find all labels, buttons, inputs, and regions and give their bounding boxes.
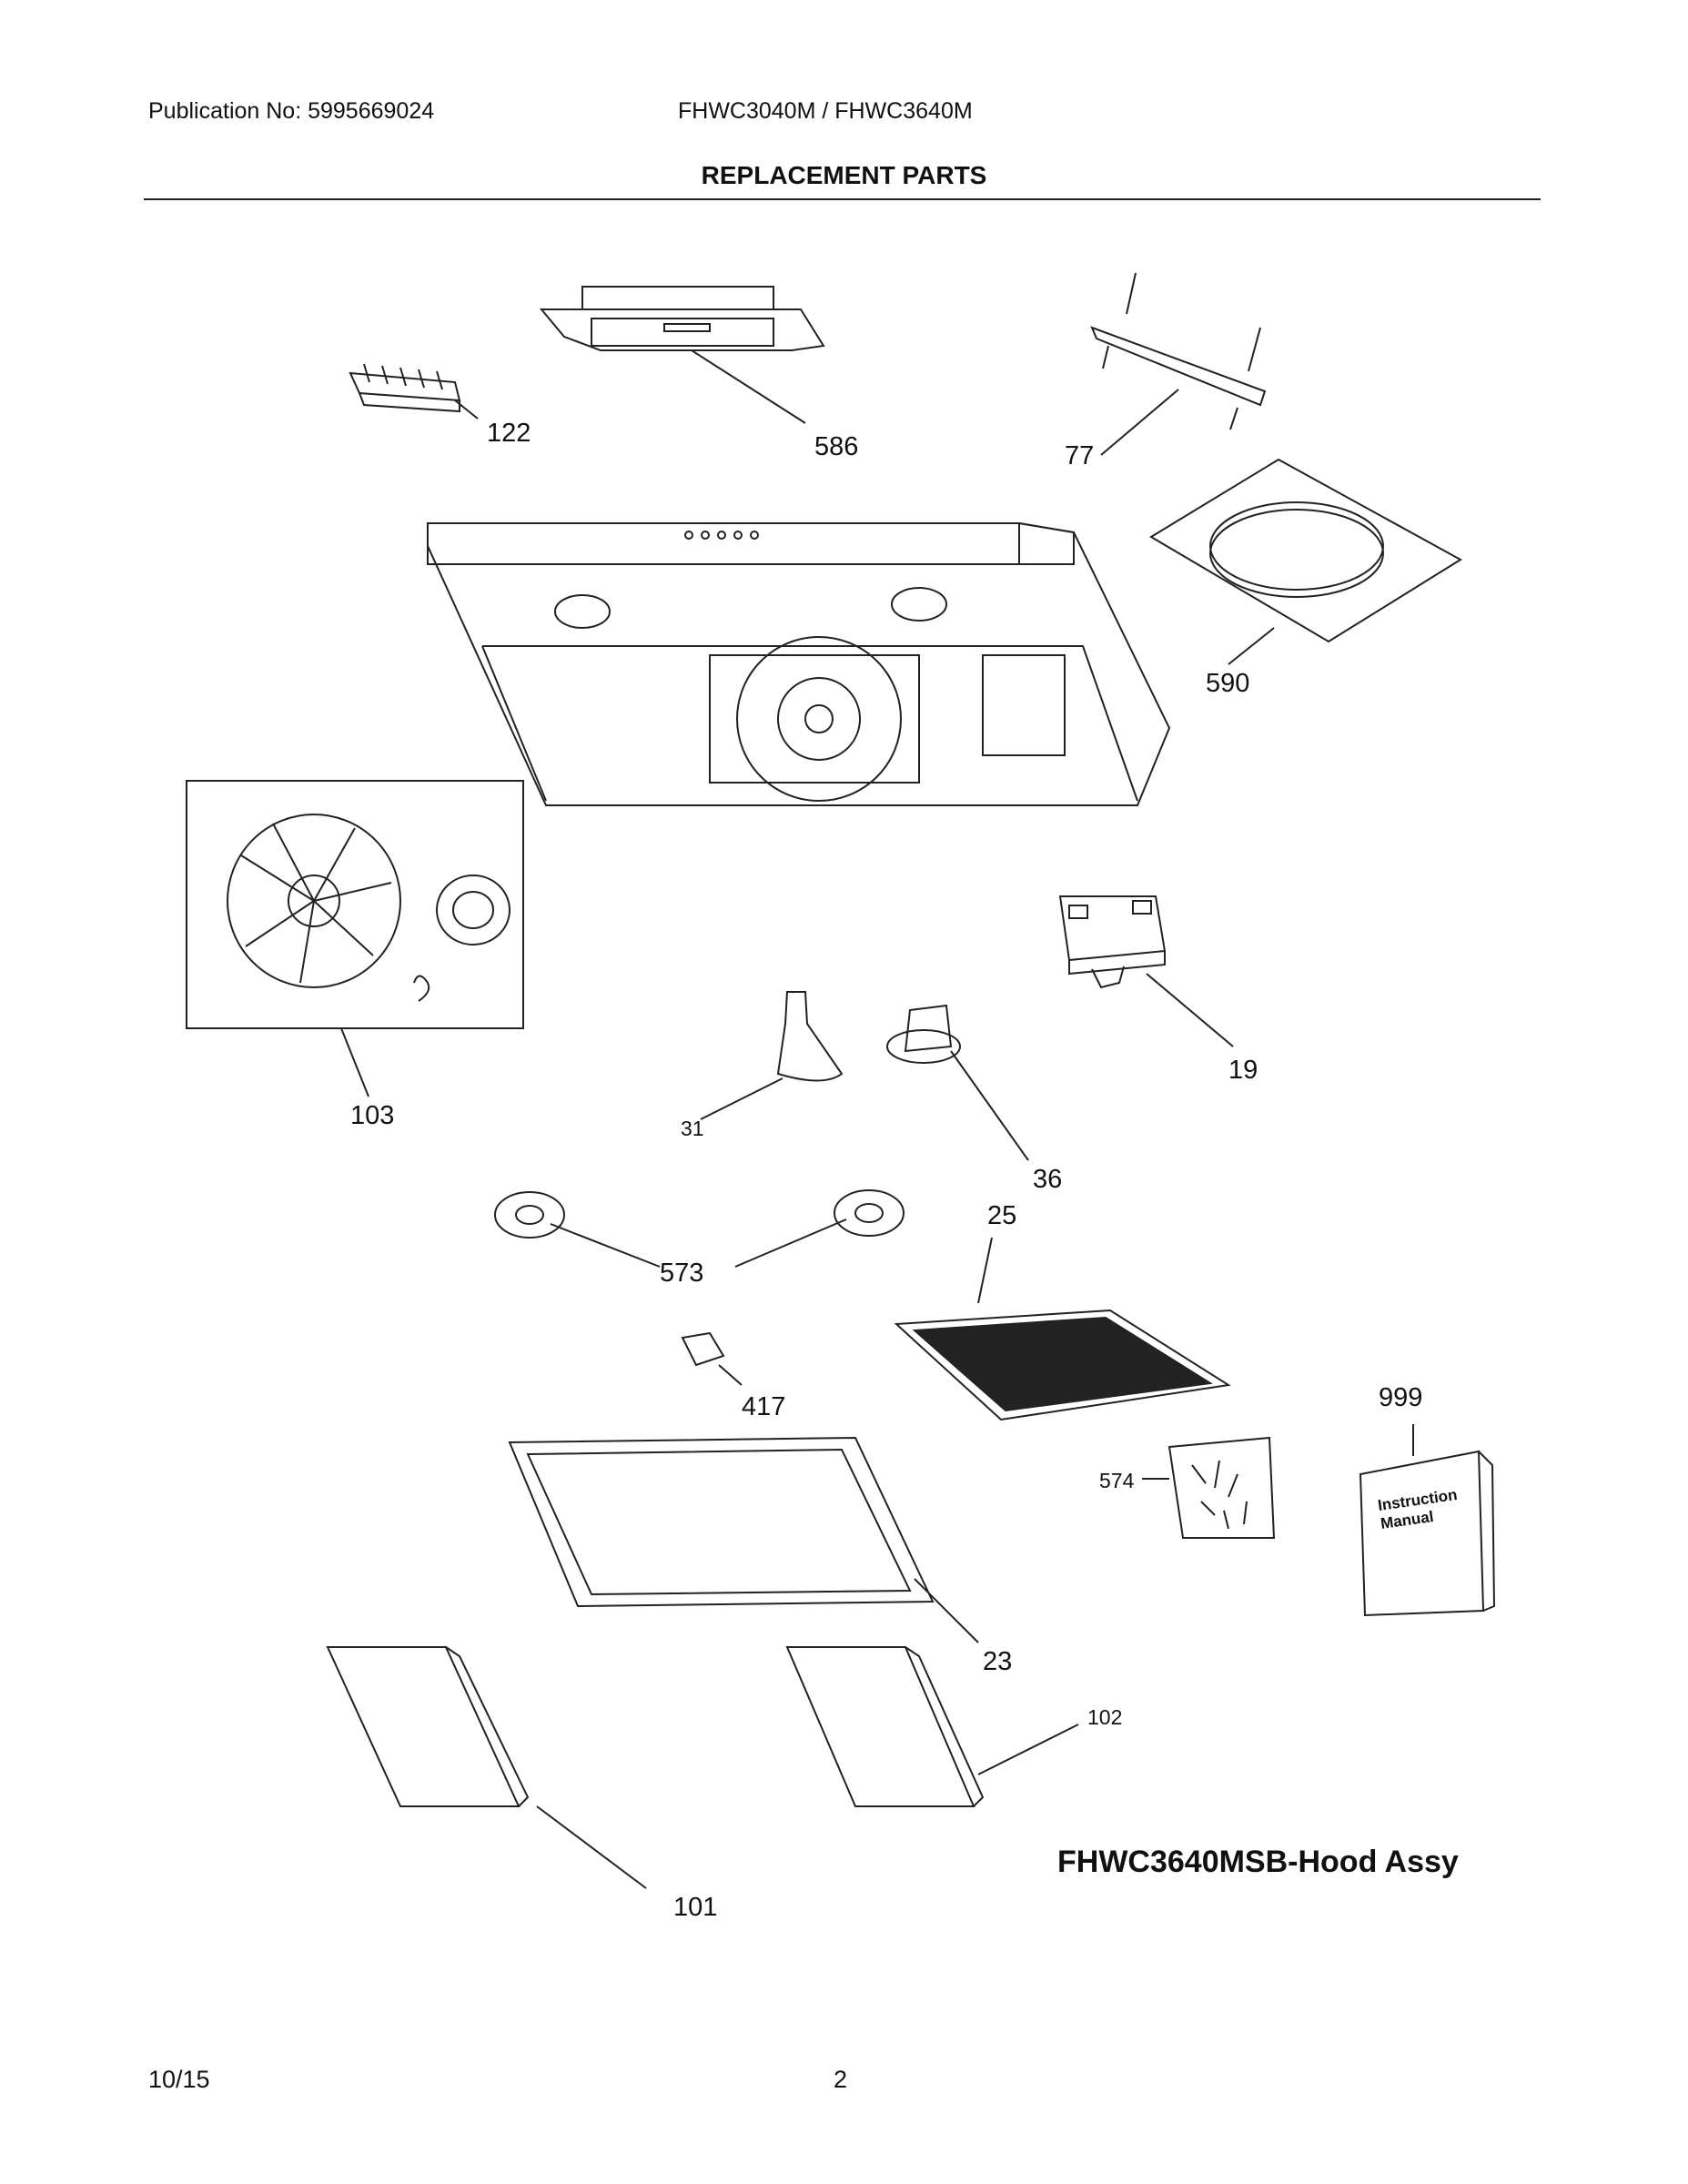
charcoal-filter-part bbox=[894, 1237, 1231, 1421]
instruction-manual-part bbox=[1359, 1424, 1496, 1617]
page-title: REPLACEMENT PARTS bbox=[701, 161, 987, 189]
grease-filter-part bbox=[508, 1436, 979, 1643]
side-panel-right-part bbox=[785, 1646, 1079, 1807]
callout-36: 36 bbox=[1033, 1165, 1062, 1194]
lamp-socket-part bbox=[886, 1004, 1029, 1161]
callout-101: 101 bbox=[673, 1893, 717, 1922]
callout-999: 999 bbox=[1379, 1383, 1422, 1412]
light-lens-part bbox=[494, 1189, 905, 1268]
switch-clip-part bbox=[681, 1331, 743, 1386]
duct-damper-plate-part bbox=[1149, 458, 1462, 665]
callout-31: 31 bbox=[681, 1117, 704, 1140]
side-panel-left-part bbox=[326, 1646, 647, 1889]
callout-122: 122 bbox=[487, 419, 531, 448]
callout-77: 77 bbox=[1065, 441, 1094, 470]
callout-573: 573 bbox=[660, 1259, 703, 1288]
mounting-bracket-part bbox=[1090, 272, 1267, 456]
assembly-title: FHWC3640MSB-Hood Assy bbox=[1057, 1845, 1459, 1879]
callout-574: 574 bbox=[1099, 1469, 1135, 1492]
callout-103: 103 bbox=[350, 1101, 394, 1130]
hardware-kit-part bbox=[1142, 1436, 1276, 1539]
capacitor-part bbox=[1058, 895, 1234, 1047]
callout-586: 586 bbox=[814, 432, 858, 461]
callout-590: 590 bbox=[1206, 669, 1249, 698]
page-number: 2 bbox=[834, 2066, 848, 2093]
header-divider bbox=[144, 198, 1541, 200]
callout-417: 417 bbox=[742, 1392, 785, 1421]
callout-102: 102 bbox=[1087, 1705, 1122, 1729]
publication-number: Publication No: 5995669024 bbox=[148, 98, 435, 124]
control-box-part bbox=[539, 286, 825, 424]
range-hood-body bbox=[427, 522, 1171, 806]
callout-23: 23 bbox=[983, 1647, 1012, 1676]
blower-assembly-part bbox=[186, 780, 524, 1097]
terminal-block-part bbox=[349, 363, 479, 420]
model-numbers: FHWC3040M / FHWC3640M bbox=[678, 98, 973, 124]
footer-date: 10/15 bbox=[148, 2066, 210, 2093]
light-bulb-part bbox=[700, 991, 844, 1120]
callout-19: 19 bbox=[1228, 1056, 1258, 1085]
callout-25: 25 bbox=[987, 1201, 1016, 1230]
